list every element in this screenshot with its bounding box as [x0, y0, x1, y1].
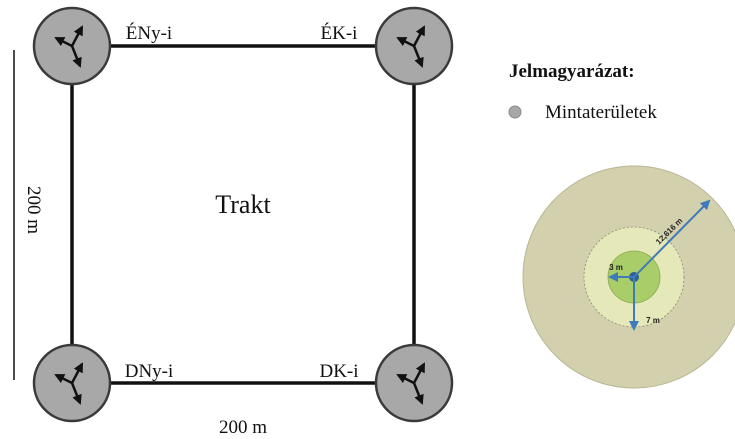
sample-plot-nw: [32, 6, 112, 86]
tract-square: [70, 44, 416, 385]
three-arrows-icon: [54, 362, 84, 405]
legend-title: Jelmagyarázat:: [509, 61, 635, 82]
legend-marker-icon: [508, 105, 522, 119]
concentric-plot-figure: 12,616 m 3 m 7 m: [522, 165, 735, 389]
corner-label-ne: ÉK-i: [321, 22, 358, 44]
three-arrows-icon: [396, 362, 426, 405]
sample-plot-ne: [374, 6, 454, 86]
side-length-bottom: 200 m: [219, 417, 267, 438]
three-arrows-icon: [54, 25, 84, 68]
radius-label-middle: 7 m: [646, 316, 660, 325]
sample-plot-se: [374, 343, 454, 423]
corner-label-se: DK-i: [319, 361, 358, 382]
tract-label: Trakt: [215, 190, 271, 219]
radius-label-inner: 3 m: [609, 263, 623, 272]
corner-label-sw: DNy-i: [125, 361, 174, 382]
legend: Jelmagyarázat: Mintaterületek: [508, 61, 657, 123]
legend-item-label: Mintaterületek: [545, 102, 657, 123]
three-arrows-icon: [396, 25, 426, 68]
sample-plot-sw: [32, 343, 112, 423]
side-length-left: 200 m: [23, 186, 44, 234]
radius-arrow-outer: [633, 199, 711, 278]
corner-label-nw: ÉNy-i: [126, 22, 172, 44]
